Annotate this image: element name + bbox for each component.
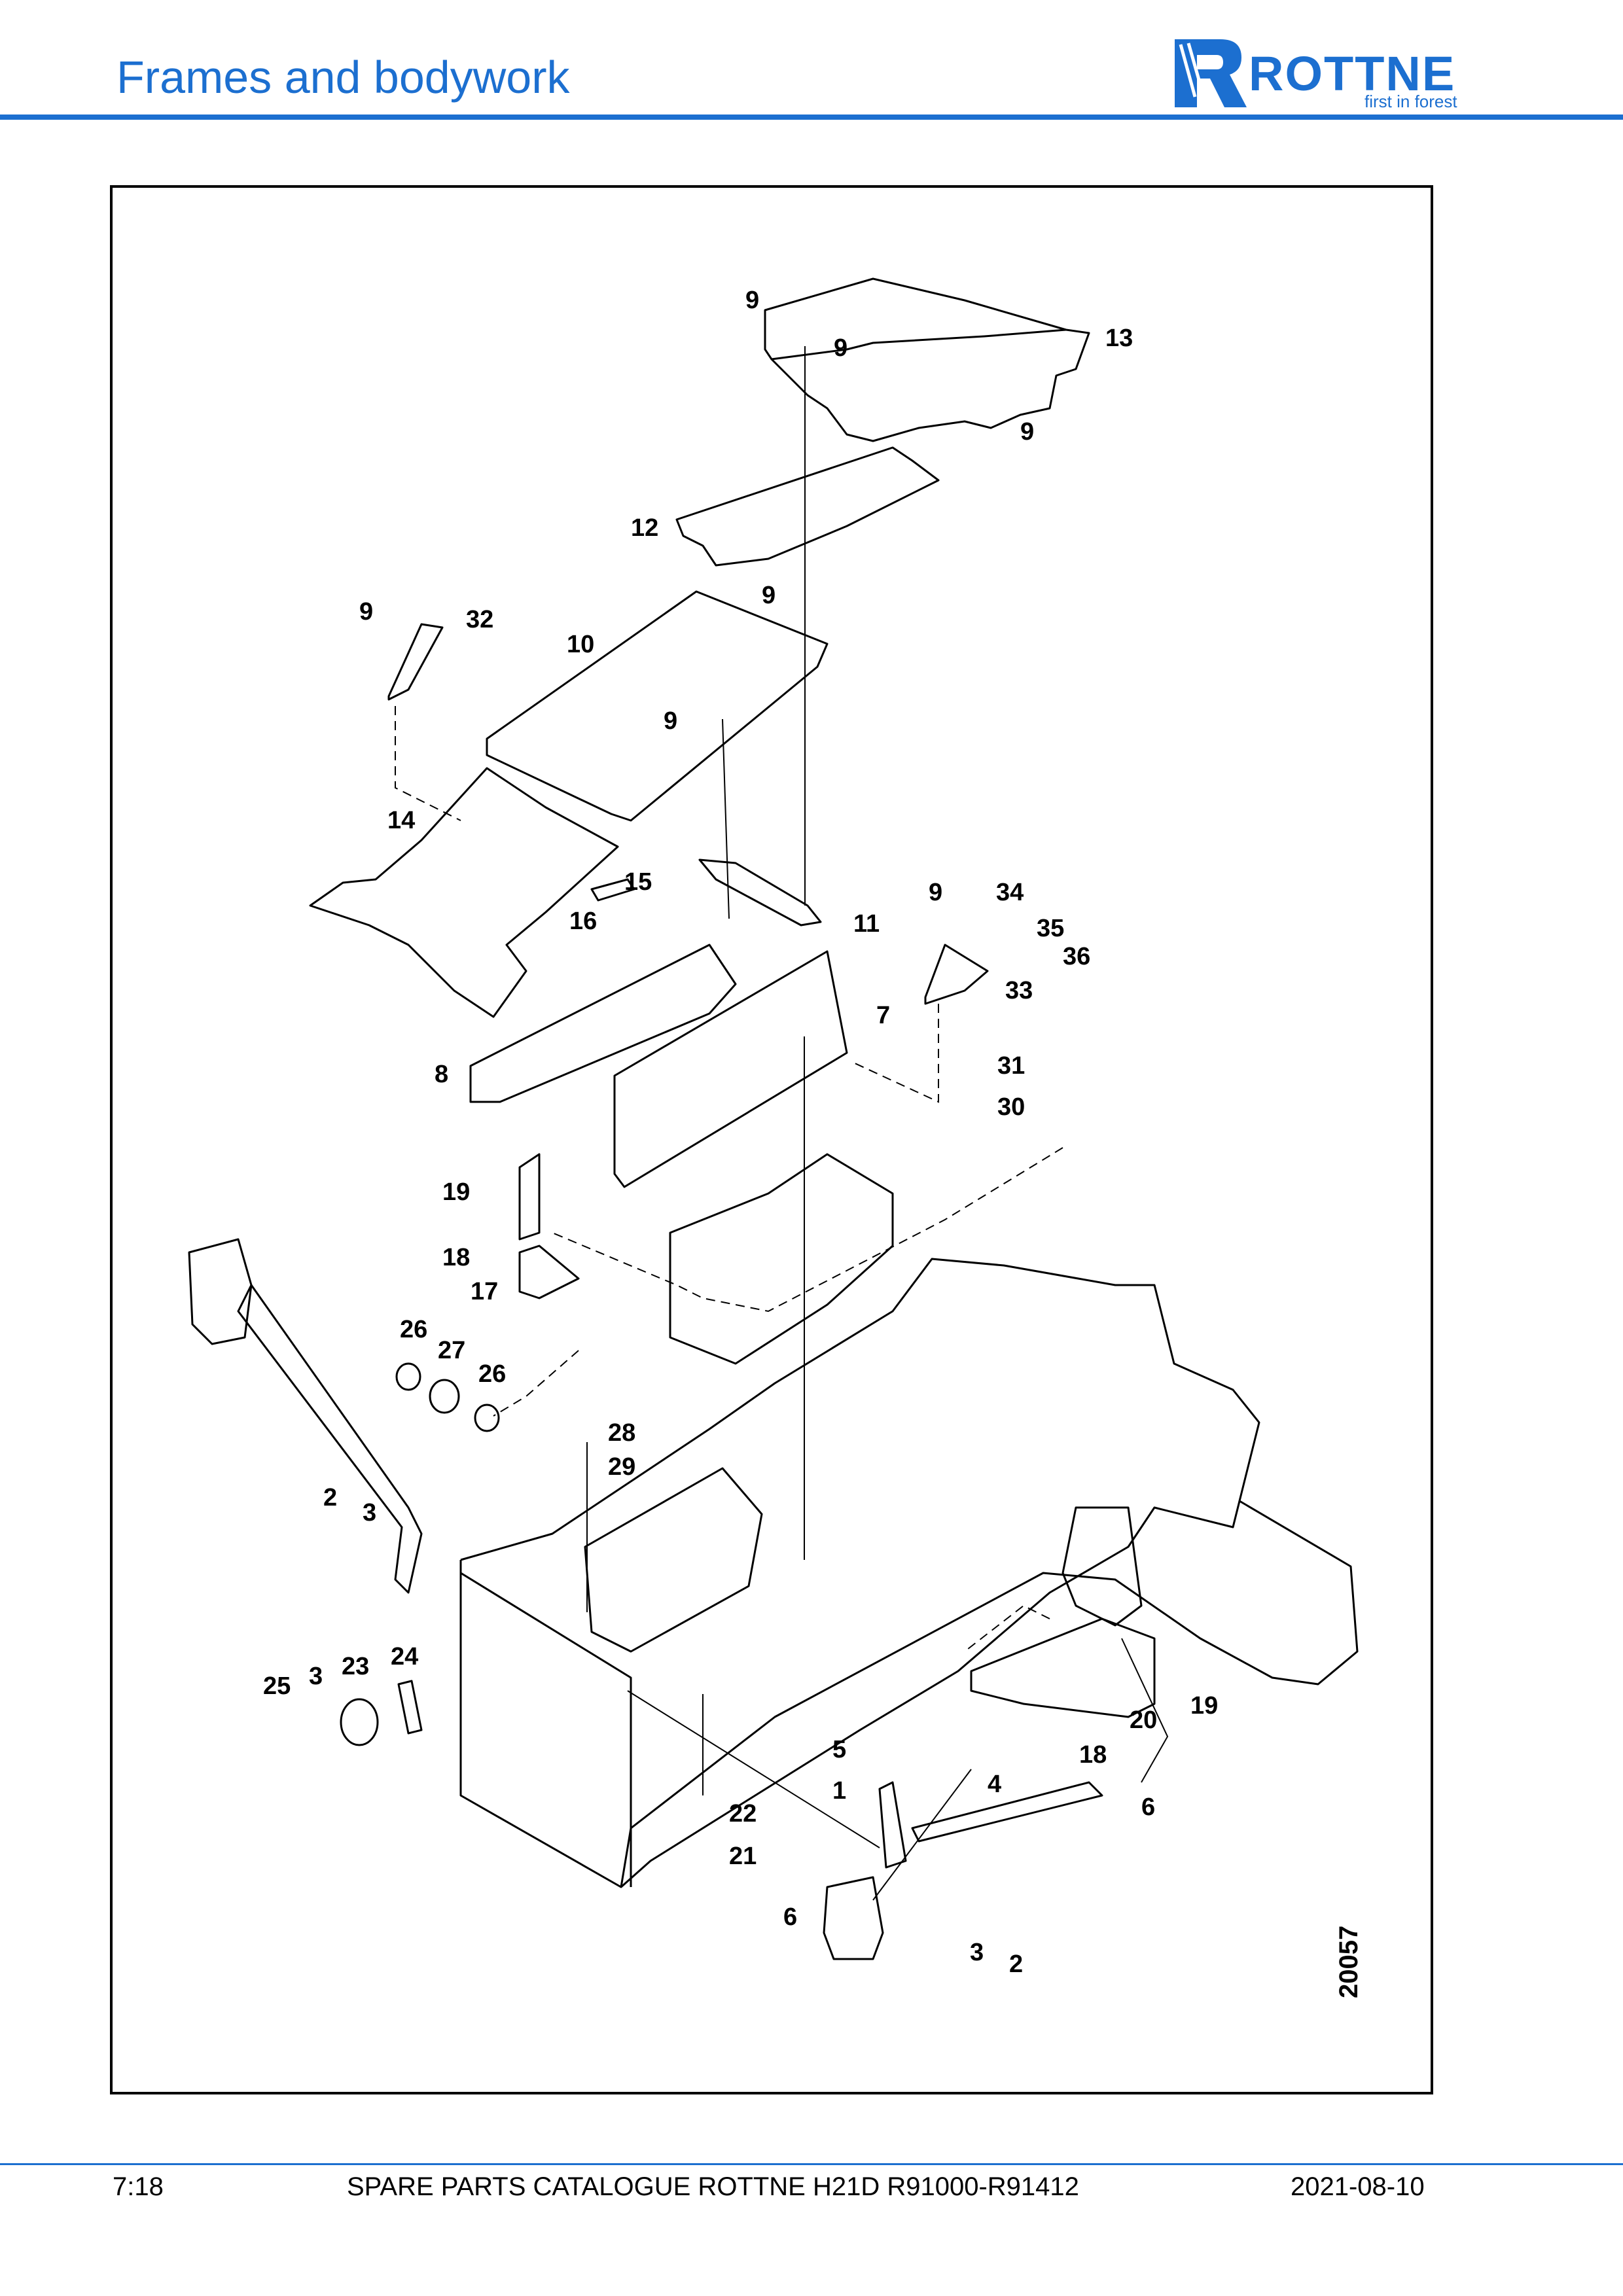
- callout-21: 21: [729, 1843, 757, 1870]
- dashed-leader-lines: [395, 706, 1063, 1652]
- rottne-logo: ROTTNE first in forest: [1175, 39, 1457, 111]
- callout-19: 19: [1190, 1692, 1218, 1720]
- callout-18: 18: [1079, 1741, 1107, 1769]
- callout-17: 17: [471, 1278, 498, 1305]
- catalogue-title: SPARE PARTS CATALOGUE ROTTNE H21D R91000…: [347, 2172, 1079, 2201]
- callout-28: 28: [608, 1419, 635, 1447]
- callout-9: 9: [745, 287, 759, 314]
- drawing-number: 20057: [1334, 1926, 1363, 1998]
- callout-2: 2: [323, 1484, 337, 1511]
- callout-6: 6: [1141, 1793, 1155, 1821]
- callout-9: 9: [834, 334, 847, 362]
- callout-1: 1: [832, 1777, 846, 1805]
- svg-text:ROTTNE: ROTTNE: [1249, 46, 1455, 101]
- callout-20: 20: [1130, 1706, 1157, 1734]
- callout-9: 9: [664, 707, 677, 735]
- callout-9: 9: [929, 879, 942, 906]
- callout-9: 9: [762, 582, 776, 609]
- callout-2: 2: [1009, 1951, 1023, 1978]
- callout-13: 13: [1105, 325, 1133, 352]
- callout-33: 33: [1005, 977, 1033, 1004]
- callout-3: 3: [970, 1939, 984, 1966]
- callout-32: 32: [466, 606, 493, 633]
- page-number: 7:18: [113, 2172, 164, 2201]
- callout-34: 34: [996, 879, 1024, 906]
- callout-26: 26: [400, 1316, 427, 1343]
- footer-rule: [0, 2163, 1623, 2165]
- callout-10: 10: [567, 631, 594, 658]
- part-outlines: [188, 277, 1359, 1960]
- callout-29: 29: [608, 1453, 635, 1481]
- svg-text:first in forest: first in forest: [1364, 92, 1457, 111]
- callout-23: 23: [342, 1653, 369, 1680]
- callout-3: 3: [363, 1499, 376, 1527]
- exploded-parts-drawing: 9 9 13 9 12 9 32 10 9 9 14 15 16 11 9 34…: [188, 277, 1363, 1998]
- callout-labels: 9 9 13 9 12 9 32 10 9 9 14 15 16 11 9 34…: [263, 287, 1218, 1978]
- callout-11: 11: [853, 910, 880, 938]
- header-rule: [0, 115, 1623, 120]
- callout-9: 9: [1020, 418, 1034, 446]
- callout-15: 15: [624, 868, 652, 896]
- callout-8: 8: [435, 1061, 448, 1088]
- callout-5: 5: [832, 1736, 846, 1763]
- callout-16: 16: [569, 908, 597, 935]
- callout-35: 35: [1037, 915, 1064, 942]
- callout-31: 31: [997, 1052, 1025, 1080]
- callout-7: 7: [876, 1002, 890, 1029]
- callout-9: 9: [359, 598, 373, 626]
- callout-14: 14: [387, 807, 415, 834]
- callout-6: 6: [783, 1903, 797, 1931]
- callout-24: 24: [391, 1643, 418, 1670]
- callout-22: 22: [729, 1800, 757, 1828]
- solid-leader-lines: [586, 346, 1169, 1901]
- drawing-frame: 9 9 13 9 12 9 32 10 9 9 14 15 16 11 9 34…: [110, 185, 1433, 2094]
- callout-27: 27: [438, 1337, 465, 1364]
- callout-36: 36: [1063, 943, 1090, 970]
- callout-12: 12: [631, 514, 658, 542]
- callout-25: 25: [263, 1672, 291, 1700]
- callout-18: 18: [442, 1244, 470, 1271]
- callout-3: 3: [309, 1663, 323, 1690]
- page-title: Frames and bodywork: [116, 52, 570, 103]
- catalogue-date: 2021-08-10: [1291, 2172, 1425, 2201]
- callout-30: 30: [997, 1093, 1025, 1121]
- callout-4: 4: [988, 1771, 1001, 1798]
- callout-26: 26: [478, 1360, 506, 1388]
- callout-19: 19: [442, 1178, 470, 1206]
